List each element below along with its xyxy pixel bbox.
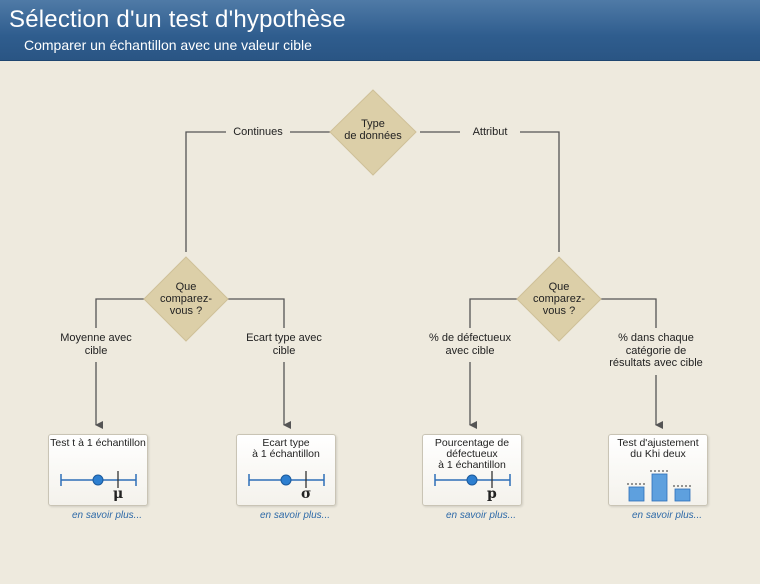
test-card-one-sample-stdev[interactable]: Ecart type à 1 échantillon σ [236, 434, 336, 506]
branch-category-label: % dans chaque catégorie de résultats ave… [596, 332, 716, 370]
decision-diamond-right [516, 256, 602, 342]
point-on-scale-icon [60, 471, 137, 488]
branch-stdev-label: Ecart type avec cible [236, 332, 332, 357]
branch-continuous-label: Continues [226, 126, 290, 139]
point-on-scale-icon [434, 471, 511, 488]
bar-chart-icon [627, 470, 692, 502]
sigma-symbol: σ [301, 486, 312, 502]
branch-defective-label: % de défectueux avec cible [417, 332, 523, 357]
learn-more-link-one-proportion[interactable]: en savoir plus... [445, 510, 517, 521]
decision-diamond-root [329, 89, 417, 176]
point-on-scale-icon [248, 471, 325, 488]
learn-more-link-one-sample-stdev[interactable]: en savoir plus... [259, 510, 331, 521]
decision-diamond-left [143, 256, 229, 342]
connector-right-defective [469, 298, 517, 328]
branch-attribute-label: Attribut [460, 126, 520, 139]
proportion-symbol: p [487, 486, 497, 502]
learn-more-link-one-sample-t[interactable]: en savoir plus... [71, 510, 143, 521]
header: Sélection d'un test d'hypothèse Comparer… [0, 0, 760, 61]
branch-mean-label: Moyenne avec cible [48, 332, 144, 357]
test-card-chi-square[interactable]: Test d'ajustement du Khi deux [608, 434, 708, 506]
mean-symbol: μ [113, 486, 124, 502]
decision-right-label: Que comparez- vous ? [533, 281, 585, 317]
test-card-title: Ecart type à 1 échantillon [252, 437, 320, 460]
test-card-title: Test t à 1 échantillon [50, 437, 146, 449]
test-card-one-sample-t[interactable]: Test t à 1 échantillon μ [48, 434, 148, 506]
test-card-title: Test d'ajustement du Khi deux [617, 437, 699, 460]
test-card-one-proportion[interactable]: Pourcentage de défectueux à 1 échantillo… [422, 434, 522, 506]
connector-continuous-left [185, 131, 226, 252]
page-title: Sélection d'un test d'hypothèse [9, 6, 346, 33]
connector-right-category [601, 298, 657, 328]
connector-left-stdev [228, 298, 285, 328]
connector-attribute-right [520, 131, 560, 252]
decision-root-label: Type de données [344, 118, 402, 142]
decision-left-label: Que comparez- vous ? [160, 281, 212, 317]
learn-more-link-chi-square[interactable]: en savoir plus... [631, 510, 703, 521]
connector-left-mean [95, 298, 144, 328]
page-subtitle: Comparer un échantillon avec une valeur … [24, 37, 312, 53]
test-card-title: Pourcentage de défectueux à 1 échantillo… [434, 437, 510, 471]
